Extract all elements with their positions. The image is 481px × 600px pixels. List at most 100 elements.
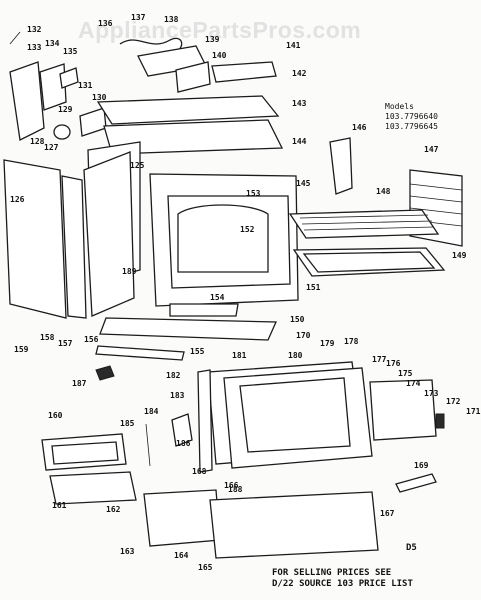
price-note-line: FOR SELLING PRICES SEE bbox=[272, 568, 392, 578]
control-bracket bbox=[40, 64, 66, 110]
svg-text:144: 144 bbox=[292, 137, 307, 146]
callout-171: 171 bbox=[466, 407, 481, 416]
callout-138: 138 bbox=[164, 15, 179, 24]
callout-173: 173 bbox=[424, 389, 439, 398]
rack-wires bbox=[300, 215, 434, 230]
wire-harness bbox=[120, 38, 182, 52]
svg-text:188: 188 bbox=[228, 485, 243, 494]
svg-text:172: 172 bbox=[446, 397, 461, 406]
bottom-tray bbox=[50, 472, 136, 504]
svg-text:183: 183 bbox=[170, 391, 185, 400]
model-number: 103.7796645 bbox=[385, 122, 438, 131]
callout-148: 148 bbox=[376, 187, 391, 196]
svg-text:156: 156 bbox=[84, 335, 99, 344]
svg-text:180: 180 bbox=[288, 351, 303, 360]
callout-129: 129 bbox=[58, 105, 73, 114]
callout-166: 166 bbox=[224, 481, 239, 490]
callout-144: 144 bbox=[292, 137, 307, 146]
bottom-trim bbox=[96, 346, 184, 360]
svg-text:162: 162 bbox=[106, 505, 121, 514]
price-note: FOR SELLING PRICES SEE D/22 SOURCE 103 P… bbox=[272, 568, 413, 590]
svg-text:186: 186 bbox=[176, 439, 191, 448]
svg-text:135: 135 bbox=[63, 47, 78, 56]
oven-side-bracket bbox=[330, 138, 352, 194]
glass-cooktop bbox=[98, 96, 278, 124]
svg-text:170: 170 bbox=[296, 331, 311, 340]
svg-text:173: 173 bbox=[424, 389, 439, 398]
callout-179: 179 bbox=[320, 339, 335, 348]
callout-164: 164 bbox=[174, 551, 189, 560]
callout-135: 135 bbox=[63, 47, 78, 56]
callout-132: 132 bbox=[10, 25, 42, 44]
models-heading: Models bbox=[385, 102, 414, 111]
svg-text:154: 154 bbox=[210, 293, 225, 302]
callout-158: 158 bbox=[40, 333, 55, 342]
svg-text:131: 131 bbox=[78, 81, 93, 90]
callout-187: 187 bbox=[72, 379, 87, 388]
callout-180: 180 bbox=[288, 351, 303, 360]
svg-text:150: 150 bbox=[290, 315, 305, 324]
callout-156: 156 bbox=[84, 335, 99, 344]
hinge-pin bbox=[146, 424, 150, 466]
callout-128: 128 bbox=[30, 137, 45, 146]
watermark: AppliancePartsPros.com bbox=[78, 17, 361, 43]
callout-136: 136 bbox=[98, 19, 113, 28]
callout-153: 153 bbox=[246, 189, 261, 198]
svg-text:174: 174 bbox=[406, 379, 421, 388]
callout-141: 141 bbox=[286, 41, 301, 50]
svg-text:139: 139 bbox=[205, 35, 220, 44]
svg-text:148: 148 bbox=[376, 187, 391, 196]
svg-text:164: 164 bbox=[174, 551, 189, 560]
price-note-line: D/22 SOURCE 103 PRICE LIST bbox=[272, 579, 413, 589]
callout-150: 150 bbox=[290, 315, 305, 324]
callout-125: 125 bbox=[130, 161, 145, 170]
callout-163: 163 bbox=[120, 547, 135, 556]
callout-151: 151 bbox=[306, 283, 321, 292]
callout-134: 134 bbox=[45, 39, 60, 48]
callout-157: 157 bbox=[58, 339, 73, 348]
thermostat-knob bbox=[54, 125, 70, 139]
svg-text:129: 129 bbox=[58, 105, 73, 114]
callout-152: 152 bbox=[240, 225, 255, 234]
callout-184: 184 bbox=[144, 407, 159, 416]
callout-146: 146 bbox=[352, 123, 367, 132]
svg-text:137: 137 bbox=[131, 13, 146, 22]
svg-text:169: 169 bbox=[414, 461, 429, 470]
svg-text:136: 136 bbox=[98, 19, 113, 28]
svg-text:145: 145 bbox=[296, 179, 311, 188]
svg-text:161: 161 bbox=[52, 501, 67, 510]
door-hinge bbox=[198, 370, 212, 472]
storage-drawer bbox=[144, 490, 220, 546]
drip-tray-liner bbox=[52, 442, 118, 464]
callout-161: 161 bbox=[52, 501, 67, 510]
svg-text:160: 160 bbox=[48, 411, 63, 420]
callout-177: 177 bbox=[372, 355, 387, 364]
callout-130: 130 bbox=[92, 93, 107, 102]
callout-165: 165 bbox=[198, 563, 213, 572]
oven-bottom bbox=[100, 318, 276, 340]
callout-176: 176 bbox=[386, 359, 401, 368]
callout-131: 131 bbox=[78, 81, 93, 90]
callout-174: 174 bbox=[406, 379, 421, 388]
callout-169: 169 bbox=[414, 461, 429, 470]
svg-text:147: 147 bbox=[424, 145, 439, 154]
callout-181: 181 bbox=[232, 351, 247, 360]
drawer-front bbox=[210, 492, 378, 558]
svg-text:143: 143 bbox=[292, 99, 307, 108]
diagram-code: D5 bbox=[406, 543, 417, 553]
vent-trim bbox=[212, 62, 276, 82]
broiler-pan-insert bbox=[304, 252, 434, 272]
svg-text:153: 153 bbox=[246, 189, 261, 198]
svg-text:133: 133 bbox=[27, 43, 42, 52]
callout-185: 185 bbox=[120, 419, 135, 428]
svg-text:189: 189 bbox=[122, 267, 137, 276]
callout-188: 188 bbox=[228, 485, 243, 494]
svg-text:130: 130 bbox=[92, 93, 107, 102]
svg-text:168: 168 bbox=[192, 467, 207, 476]
drawer-handle bbox=[396, 474, 436, 492]
callout-154: 154 bbox=[210, 293, 225, 302]
models-list: Models 103.7796640 103.7796645 bbox=[385, 102, 438, 132]
callout-178: 178 bbox=[344, 337, 359, 346]
callout-139: 139 bbox=[205, 35, 220, 44]
